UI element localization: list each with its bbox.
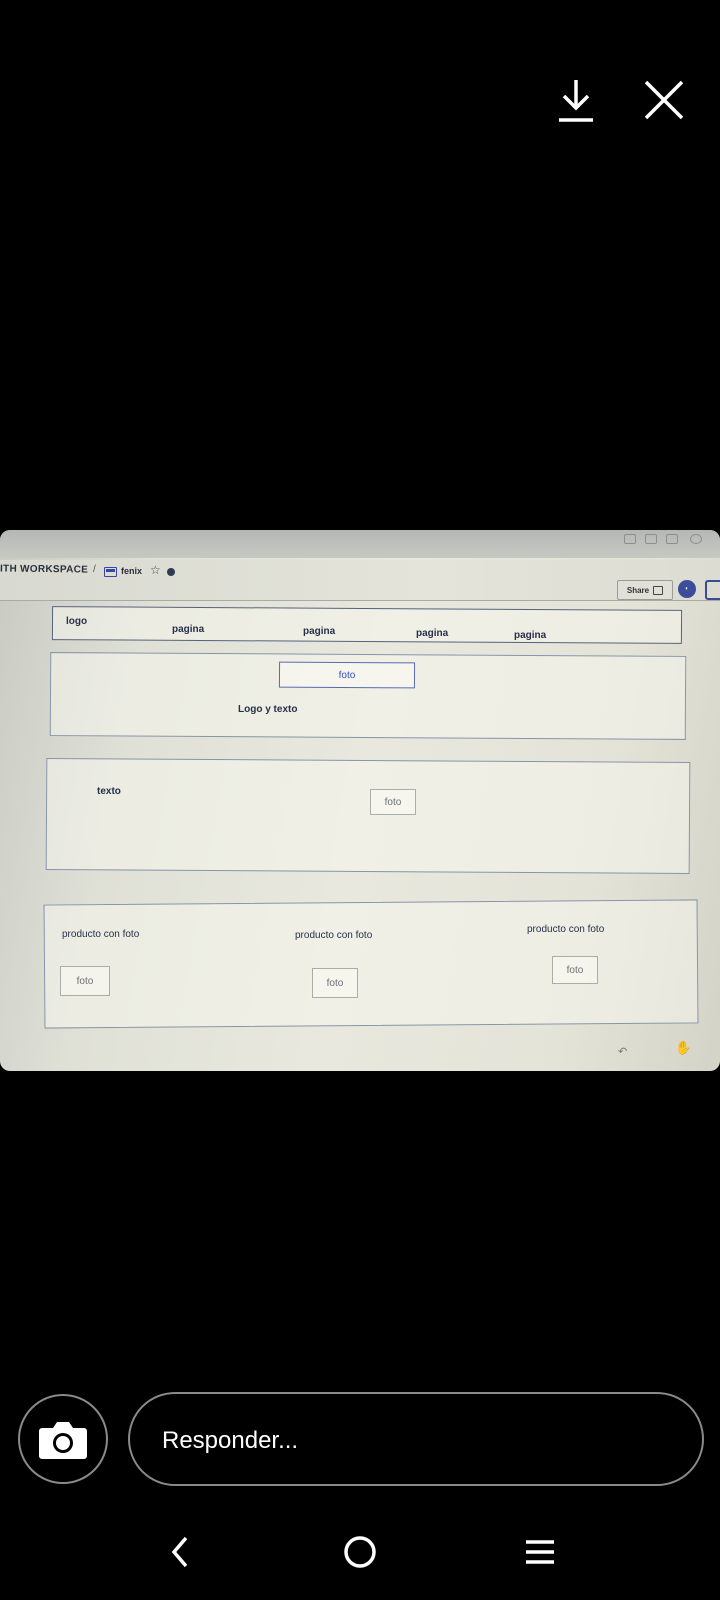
home-button[interactable] — [330, 1530, 390, 1574]
hero-photo-placeholder: foto — [278, 661, 416, 689]
product-title: producto con foto — [527, 924, 605, 935]
back-icon — [171, 1536, 188, 1568]
hero-photo-label: foto — [338, 669, 356, 681]
board-name: fenix — [121, 566, 143, 576]
hand-icon: ✋ — [675, 1040, 692, 1055]
hero-caption: Logo y texto — [238, 704, 298, 715]
panel-icon — [705, 580, 720, 600]
breadcrumb-separator: / — [93, 564, 96, 575]
product-photo-label: foto — [566, 964, 584, 976]
share-icon — [653, 585, 664, 595]
wireframe-products — [43, 899, 699, 1029]
toolbar-icon — [690, 534, 702, 544]
wireframe-header — [51, 606, 683, 644]
close-button[interactable] — [640, 72, 688, 128]
board-icon — [104, 567, 117, 577]
section-photo-label: foto — [384, 796, 402, 808]
product-photo-placeholder: foto — [60, 966, 110, 996]
header-page-label: pagina — [303, 626, 336, 637]
download-icon — [559, 80, 593, 122]
avatar: ◐ — [678, 580, 696, 598]
reply-field[interactable] — [128, 1392, 704, 1486]
header-page-label: pagina — [514, 630, 547, 641]
recents-button[interactable] — [510, 1530, 570, 1574]
section-text-label: texto — [97, 786, 121, 797]
back-button[interactable] — [150, 1530, 210, 1574]
product-photo-placeholder: foto — [552, 956, 598, 984]
toolbar-icon — [624, 534, 636, 544]
camera-icon — [39, 1422, 87, 1459]
header-page-label: pagina — [172, 624, 205, 635]
recents-icon — [526, 1540, 554, 1564]
workspace-bar — [0, 560, 720, 601]
toolbar-icon — [645, 534, 657, 544]
product-photo-label: foto — [326, 977, 344, 989]
home-icon — [344, 1536, 376, 1568]
photo-of-screen: ITH WORKSPACE / fenix ☆ Share ◐ logo pag… — [0, 530, 720, 1071]
share-button: Share — [617, 580, 673, 600]
product-photo-placeholder: foto — [312, 968, 358, 998]
section-photo-placeholder: foto — [370, 789, 416, 815]
product-photo-label: foto — [76, 975, 94, 987]
product-title: producto con foto — [62, 929, 140, 940]
camera-button[interactable] — [18, 1394, 108, 1484]
product-title: producto con foto — [295, 930, 373, 941]
header-page-label: pagina — [416, 628, 449, 639]
workspace-title: ITH WORKSPACE — [0, 563, 89, 576]
share-label: Share — [626, 585, 650, 595]
download-button[interactable] — [552, 72, 600, 128]
reply-input[interactable] — [160, 1420, 664, 1462]
status-icon — [167, 568, 175, 576]
toolbar-icon — [666, 534, 678, 544]
star-icon: ☆ — [150, 563, 161, 577]
header-logo-label: logo — [66, 616, 88, 627]
undo-icon: ↶ — [618, 1046, 628, 1058]
close-icon — [644, 80, 684, 120]
wireframe-text-section — [45, 758, 691, 874]
browser-top-bar — [0, 530, 720, 558]
